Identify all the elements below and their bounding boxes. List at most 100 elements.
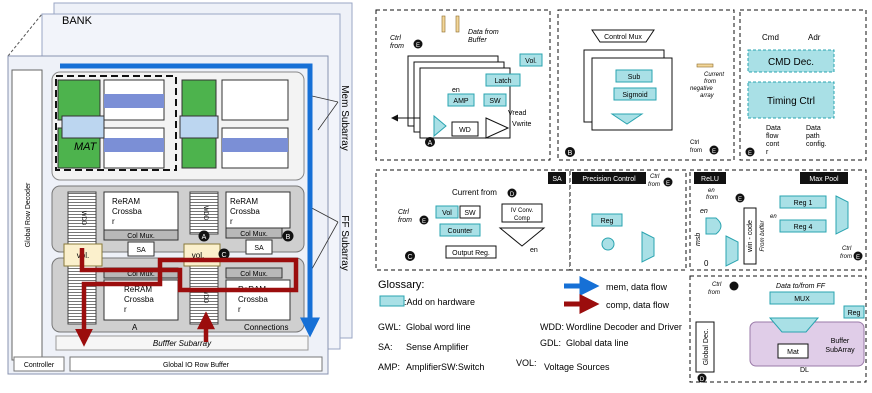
marker-b-circle bbox=[282, 230, 294, 242]
legend-addon: :Add on hardware bbox=[404, 297, 475, 307]
reram-crossbar-bottom-left bbox=[103, 279, 179, 321]
panel-a-data-from-1: Data from bbox=[468, 29, 499, 36]
mem-array-cell bbox=[221, 79, 289, 121]
col-mux-label: Col Mux. bbox=[240, 271, 268, 278]
panel-d-global-dec-box bbox=[695, 321, 715, 373]
sa-label: SA bbox=[136, 247, 146, 254]
panel-precision-marker-circle bbox=[663, 177, 673, 187]
glossary-title: Glossary: bbox=[378, 279, 424, 291]
panel-b-current-2: from bbox=[704, 79, 716, 85]
ff-subarray-pointer bbox=[307, 205, 339, 277]
panel-a-sw-box bbox=[483, 93, 507, 107]
panel-a-latch-box bbox=[485, 73, 521, 87]
panel-d-data: Data to/from FF bbox=[776, 283, 826, 290]
panel-a-amp-triangle bbox=[433, 114, 447, 138]
panel-cmd-marker-circle bbox=[745, 147, 755, 157]
panel-d-ctrl-marker bbox=[729, 281, 739, 291]
mat-cell bbox=[61, 115, 105, 139]
wdd-label: WDD bbox=[80, 211, 86, 226]
col-mux bbox=[225, 227, 283, 239]
panel-relu-mux bbox=[725, 235, 739, 267]
panel-relu-marker: E bbox=[738, 197, 742, 203]
panel-precision-title: Precision Control bbox=[582, 176, 636, 183]
gloss-wdd: Wordline Decoder and Driver bbox=[566, 322, 682, 332]
col-mux-label: Col Mux. bbox=[240, 231, 268, 238]
panel-relu-ctrl-2: from bbox=[840, 254, 852, 260]
controller-box bbox=[13, 356, 65, 372]
panel-cmd-adr: Adr bbox=[808, 33, 821, 42]
gloss-gwl: Global word line bbox=[406, 322, 471, 332]
panel-b-control-mux bbox=[591, 29, 655, 43]
panel-relu-tag bbox=[694, 172, 726, 184]
ff-subarray-label: FF Subarray bbox=[339, 215, 350, 271]
panel-d-dl: DL bbox=[800, 367, 809, 374]
cmd-dec-box bbox=[747, 49, 835, 73]
panel-c-vol: Vol bbox=[442, 210, 452, 217]
panel-a-data-from-2: Buffer bbox=[468, 37, 487, 44]
panel-c-counter-box bbox=[439, 223, 481, 237]
reram-crossbar-top-right bbox=[225, 191, 291, 229]
panel-d-global-dec: Global Dec. bbox=[703, 329, 710, 366]
panel-cmd-controller: Cmd Adr CMD Dec. Timing Ctrl Data flow c… bbox=[739, 9, 867, 161]
panel-d-buffer-1: Buffer bbox=[831, 338, 850, 345]
mem-subarray-label: Mem Subarray bbox=[339, 85, 350, 151]
panel-relu-marker-circle bbox=[735, 193, 745, 203]
panel-precision-border bbox=[569, 169, 687, 271]
panel-precision-ctrl-1: Ctrl bbox=[650, 174, 660, 180]
panel-precision-title-bg bbox=[572, 172, 646, 184]
panel-a-wd-box bbox=[451, 121, 479, 137]
panel-relu-wincode-box bbox=[743, 207, 757, 265]
reram-label: Crossba bbox=[124, 295, 154, 304]
panel-c-vol-box bbox=[435, 205, 459, 219]
panel-b-ctrl-1: Ctrl bbox=[690, 140, 699, 146]
panel-c-sw-box bbox=[459, 205, 481, 219]
panel-relu-ctrl-1: Ctrl bbox=[842, 246, 852, 252]
panel-b-current-3: negative bbox=[690, 86, 713, 92]
mem-green-block bbox=[181, 79, 217, 121]
reram-label: ReRAM bbox=[112, 197, 140, 206]
gloss-wdd-key: WDD: bbox=[540, 322, 564, 332]
mem-green-block bbox=[57, 79, 101, 121]
panel-a-ctrl-from-2: from bbox=[390, 43, 404, 50]
panel-c-current-from: Current from bbox=[452, 188, 497, 197]
gloss-sa: Sense Amplifier bbox=[406, 342, 469, 352]
cmd-flow-2: flow bbox=[766, 133, 779, 140]
global-row-decoder bbox=[11, 69, 43, 361]
col-mux-label: Col Mux. bbox=[127, 233, 155, 240]
sa-label: SA bbox=[254, 245, 264, 252]
reram-label: ReRAM bbox=[230, 197, 258, 206]
wdd-block bbox=[67, 191, 97, 245]
reram-label: r bbox=[238, 305, 241, 314]
panel-b-ctrl-marker: E bbox=[712, 149, 716, 155]
panel-a-wd: WD bbox=[459, 127, 471, 134]
gloss-gdl-key: GDL: bbox=[540, 338, 561, 348]
panel-relu-and-gate bbox=[705, 217, 722, 235]
panel-b-sigmoid: Sigmoid bbox=[622, 92, 647, 99]
panel-b-marker: B bbox=[568, 150, 573, 157]
panel-a-sw: SW bbox=[489, 98, 501, 105]
panel-c-sw: SW bbox=[464, 210, 476, 217]
panel-c-en: en bbox=[530, 247, 538, 254]
panel-d-buffer-2: SubArray bbox=[825, 347, 855, 354]
panel-cmd-cmd: Cmd bbox=[762, 33, 779, 42]
panel-relu-from-buffer: From buffer bbox=[760, 219, 766, 251]
panel-d-marker-circle bbox=[697, 373, 707, 383]
buffer-subarray-label: Bufffer Subarray bbox=[153, 339, 212, 348]
panel-b-sub: Sub bbox=[628, 74, 641, 81]
panel-maxpool-tag bbox=[800, 172, 848, 184]
mat-outline bbox=[55, 75, 177, 171]
panel-relu-zero: 0 bbox=[704, 259, 709, 268]
panel-relu: ReLU bbox=[701, 176, 719, 183]
panel-b-pin bbox=[696, 63, 714, 68]
cmd-flow-4: r bbox=[766, 149, 769, 156]
connections-label: Connections bbox=[244, 323, 288, 332]
col-mux bbox=[225, 267, 283, 279]
mem-array-band bbox=[104, 94, 164, 108]
panel-relu-reg1-box bbox=[779, 195, 827, 209]
panel-b-amp bbox=[610, 113, 644, 125]
legend-comp: comp, data flow bbox=[606, 300, 670, 310]
cmd-path-1: Data bbox=[806, 125, 821, 132]
panel-b-sub-box bbox=[615, 69, 653, 83]
panel-c-current-marker: D bbox=[510, 192, 515, 198]
